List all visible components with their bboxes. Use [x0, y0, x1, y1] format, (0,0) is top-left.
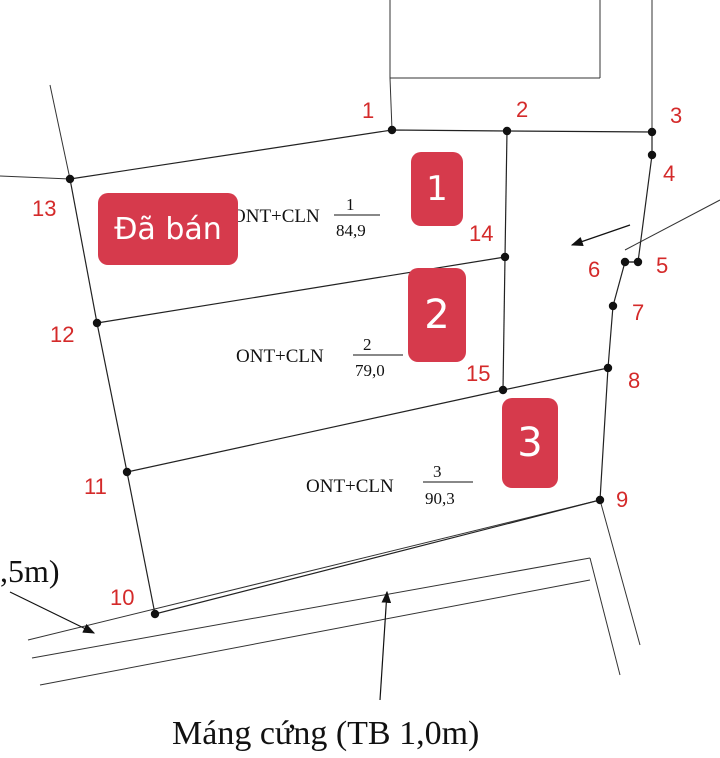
bottom-road-arrow [379, 590, 392, 701]
parcel-3-badge: 3 [502, 398, 558, 488]
vertex-15 [498, 385, 508, 395]
vertex-label-14: 14 [469, 221, 493, 246]
vertex-label-3: 3 [670, 103, 682, 128]
parcel-3-number: 3 [433, 462, 442, 481]
vertex-12 [92, 318, 102, 328]
vertex-points [65, 125, 657, 619]
sold-badge: Đã bán [98, 193, 238, 265]
inner-arrow [570, 224, 631, 247]
vertex-label-9: 9 [616, 487, 628, 512]
vertex-label-13: 13 [32, 196, 56, 221]
vertex-13 [65, 174, 75, 184]
parcel-3-annotation: ONT+CLN 3 90,3 [306, 462, 473, 508]
context-lines [0, 0, 720, 251]
vertex-label-1: 1 [362, 98, 374, 123]
parcel-1-annotation: ONT+CLN 1 84,9 [232, 195, 380, 240]
vertex-2 [502, 126, 512, 136]
vertex-11 [122, 467, 132, 477]
vertex-1 [387, 125, 397, 135]
parcel-2-badge-number: 2 [424, 292, 450, 338]
vertex-label-6: 6 [588, 257, 600, 282]
parcel-3-badge-number: 3 [517, 420, 543, 466]
vertex-14 [500, 252, 510, 262]
parcel-1-area: 84,9 [336, 221, 366, 240]
vertex-8 [603, 363, 613, 373]
bottom-road-label: Máng cứng (TB 1,0m) [172, 715, 479, 752]
sold-badge-text: Đã bán [114, 211, 222, 247]
vertex-label-2: 2 [516, 97, 528, 122]
vertex-7 [608, 301, 618, 311]
vertex-label-8: 8 [628, 368, 640, 393]
parcel-3-area: 90,3 [425, 489, 455, 508]
vertex-label-7: 7 [632, 300, 644, 325]
parcel-2-number: 2 [363, 335, 372, 354]
parcel-1-land-type: ONT+CLN [232, 206, 320, 227]
vertex-label-10: 10 [110, 585, 134, 610]
vertex-label-5: 5 [656, 253, 668, 278]
direction-arrows [9, 224, 631, 701]
vertex-label-11: 11 [84, 474, 107, 499]
vertex-3 [647, 127, 657, 137]
vertex-4 [647, 150, 657, 160]
vertex-5 [633, 257, 643, 267]
vertex-6 [620, 257, 630, 267]
parcel-2-annotation: ONT+CLN 2 79,0 [236, 335, 403, 380]
parcel-2-area: 79,0 [355, 361, 385, 380]
vertex-label-12: 12 [50, 322, 74, 347]
vertex-label-4: 4 [663, 161, 675, 186]
left-road-label: ,5m) [0, 553, 60, 589]
parcel-1-badge: 1 [411, 152, 463, 226]
parcel-2-land-type: ONT+CLN [236, 346, 324, 367]
road-lines [27, 499, 641, 686]
parcel-2-badge: 2 [408, 268, 466, 362]
vertex-9 [595, 495, 605, 505]
parcel-1-number: 1 [346, 195, 355, 214]
parcel-3-land-type: ONT+CLN [306, 476, 394, 497]
vertex-label-15: 15 [466, 361, 490, 386]
left-road-arrow [9, 591, 96, 634]
vertex-10 [150, 609, 160, 619]
parcel-1-badge-number: 1 [426, 169, 448, 209]
